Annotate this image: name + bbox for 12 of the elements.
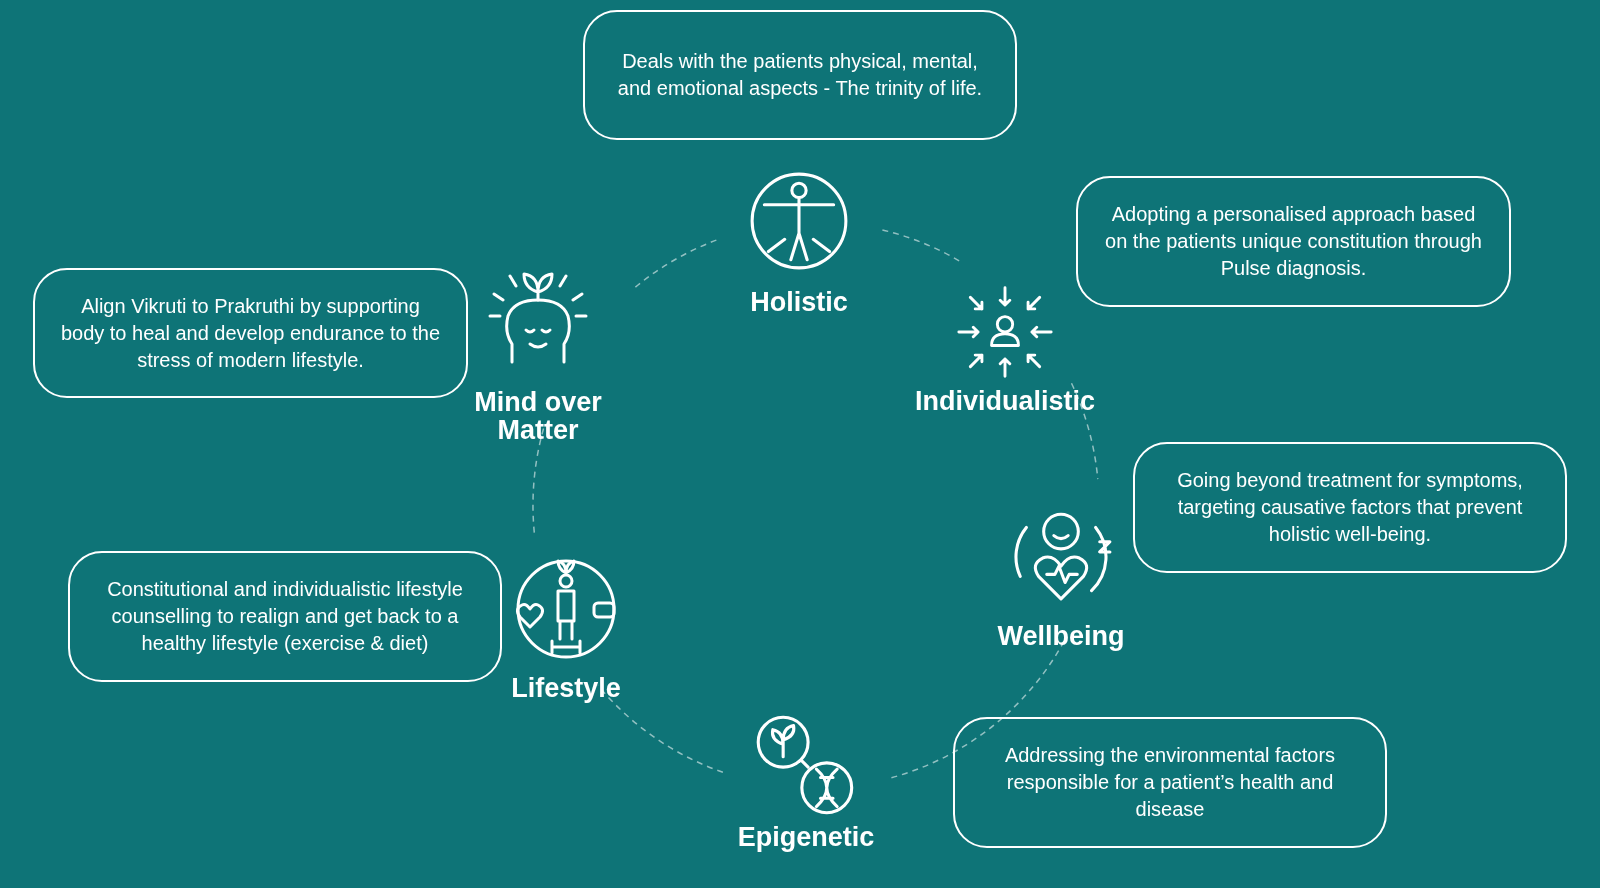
description-card: Align Vikruti to Prakruthi by supporting body to heal and develop endurance to the stress of modern lifestyle. <box>33 268 468 398</box>
description-card: Deals with the patients physical, mental, and emotional aspects - The trinity of life. <box>583 10 1017 140</box>
description-card: Going beyond treatment for symptoms, targeting causative factors that prevent holistic well-being. <box>1133 442 1567 573</box>
description-card: Addressing the environmental factors responsible for a patient’s health and disease <box>953 717 1387 848</box>
category-label: Epigenetic <box>737 823 875 851</box>
description-card: Adopting a personalised approach based on the patients unique constitution through Pulse diagnosis. <box>1076 176 1511 307</box>
description-card: Constitutional and individualistic lifestyle counselling to realign and get back to a healthy lifestyle (exercise & diet) <box>68 551 502 682</box>
category-label: Lifestyle <box>511 674 621 702</box>
category-label: Mind over Matter <box>473 388 603 444</box>
category-label: Holistic <box>750 288 848 316</box>
category-label: Wellbeing <box>997 622 1125 650</box>
category-label: Individualistic <box>914 387 1095 415</box>
